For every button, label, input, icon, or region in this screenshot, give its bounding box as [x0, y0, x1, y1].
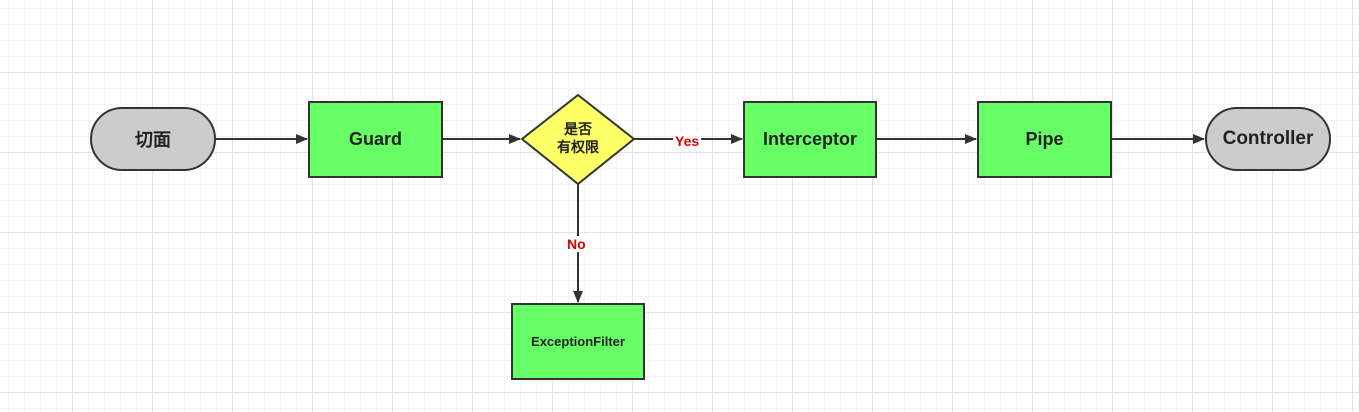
interceptor-process-node[interactable]: Interceptor [743, 101, 877, 178]
no-edge-label: No [565, 236, 588, 252]
exception-filter-process-node[interactable]: ExceptionFilter [511, 303, 645, 380]
decision-text-line1: 是否 [564, 122, 592, 138]
controller-terminal-node[interactable]: Controller [1205, 107, 1331, 171]
guard-process-node[interactable]: Guard [308, 101, 443, 178]
pipe-process-node[interactable]: Pipe [977, 101, 1112, 178]
permission-decision-node[interactable]: 是否 有权限 [540, 118, 616, 160]
decision-text-line2: 有权限 [557, 140, 599, 156]
aspect-terminal-node[interactable]: 切面 [90, 107, 216, 171]
yes-edge-label: Yes [673, 133, 702, 149]
decision-diamond-shape [520, 93, 636, 186]
